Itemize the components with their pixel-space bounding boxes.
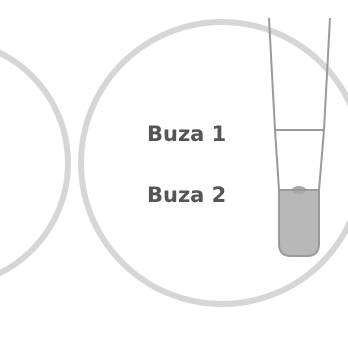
liquid-fill — [279, 190, 319, 256]
left-circle-ring — [0, 49, 71, 277]
label-buza-2: Buza 2 — [147, 183, 226, 207]
right-circle-ring — [78, 19, 348, 307]
pipette-tube — [268, 17, 331, 257]
tube-middle — [274, 129, 325, 191]
label-buza-1: Buza 1 — [147, 122, 226, 146]
tube-lower-chamber — [278, 190, 320, 257]
